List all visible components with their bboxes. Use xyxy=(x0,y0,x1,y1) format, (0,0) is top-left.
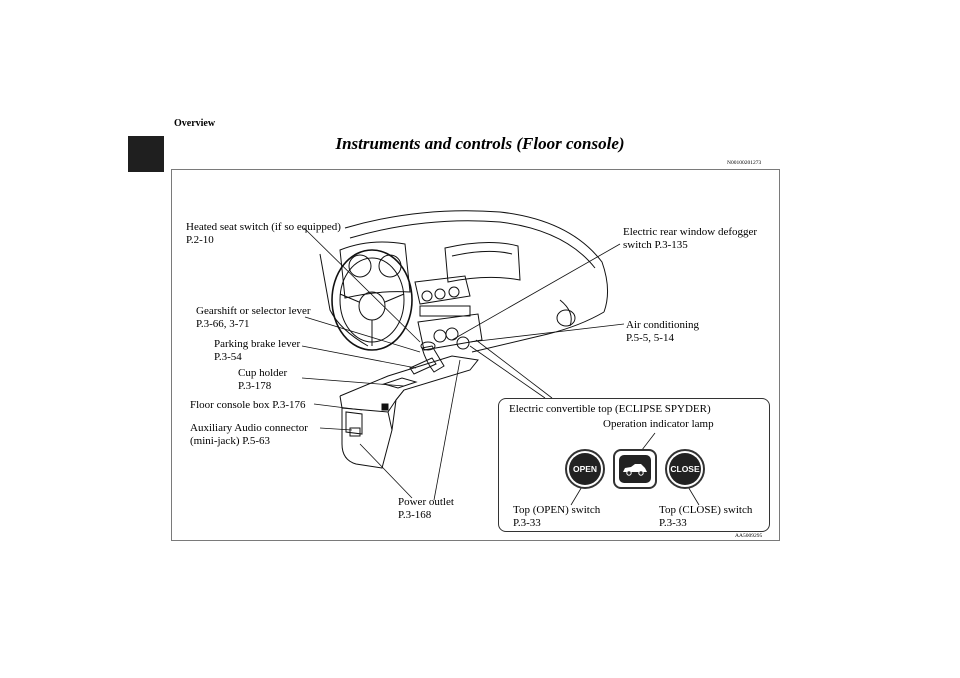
callout-page-ref: P.5-5, 5-14 xyxy=(626,332,674,344)
callout-page-ref: P.3-168 xyxy=(398,509,432,521)
top-open-switch[interactable]: OPEN xyxy=(565,449,605,489)
callout-name: Top (OPEN) switch xyxy=(513,504,601,516)
callout-name: Floor console box P.3-176 xyxy=(190,399,306,411)
callout-name: Heated seat switch (if so equipped) xyxy=(186,221,341,233)
convertible-car-icon xyxy=(623,464,647,476)
callout-power-outlet: Power outlet P.3-168 xyxy=(398,496,454,522)
top-close-label: CLOSE xyxy=(669,453,701,485)
callout-rear-window-defogger: Electric rear window defogger switch P.3… xyxy=(623,226,757,252)
callout-page-ref: P.3-54 xyxy=(214,351,242,363)
callout-page-ref: switch P.3-135 xyxy=(623,239,688,251)
callout-name: Auxiliary Audio connector xyxy=(190,422,308,434)
document-code: N00100201273 xyxy=(727,160,762,166)
top-close-switch-callout: Top (CLOSE) switch P.3-33 xyxy=(659,504,752,530)
convertible-top-inset: Electric convertible top (ECLIPSE SPYDER… xyxy=(498,398,770,532)
callout-page-ref: P.3-66, 3-71 xyxy=(196,318,250,330)
indicator-lamp-label: Operation indicator lamp xyxy=(603,418,714,430)
callout-name: Cup holder xyxy=(238,367,288,379)
callout-name: Electric rear window defogger xyxy=(623,226,758,238)
callout-page-ref: P.3-33 xyxy=(513,517,541,529)
callout-name: Top (CLOSE) switch xyxy=(659,504,753,516)
top-close-switch[interactable]: CLOSE xyxy=(665,449,705,489)
callout-page-ref: P.3-33 xyxy=(659,517,687,529)
callout-page-ref: (mini-jack) P.5-63 xyxy=(190,435,271,447)
callout-cup-holder: Cup holder P.3-178 xyxy=(238,367,287,393)
callout-gearshift-lever: Gearshift or selector lever P.3-66, 3-71 xyxy=(196,305,311,331)
figure-code: AA5009295 xyxy=(735,533,763,539)
callout-floor-console-box: Floor console box P.3-176 xyxy=(190,399,306,412)
callout-name: Parking brake lever xyxy=(214,338,301,350)
section-label: Overview xyxy=(174,118,216,129)
callout-name: Gearshift or selector lever xyxy=(196,305,311,317)
callout-page-ref: P.2-10 xyxy=(186,234,214,246)
callout-heated-seat-switch: Heated seat switch (if so equipped) P.2-… xyxy=(186,221,341,247)
section-tab xyxy=(128,136,164,172)
top-open-label: OPEN xyxy=(569,453,601,485)
callout-auxiliary-audio-connector: Auxiliary Audio connector (mini-jack) P.… xyxy=(190,422,308,448)
callout-name: Power outlet xyxy=(398,496,454,508)
callout-page-ref: P.3-178 xyxy=(238,380,272,392)
callout-air-conditioning: Air conditioning P.5-5, 5-14 xyxy=(626,319,699,345)
operation-indicator-lamp xyxy=(613,449,657,489)
callout-parking-brake-lever: Parking brake lever P.3-54 xyxy=(214,338,300,364)
inset-title: Electric convertible top (ECLIPSE SPYDER… xyxy=(509,403,711,415)
top-open-switch-callout: Top (OPEN) switch P.3-33 xyxy=(513,504,600,530)
page-title: Instruments and controls (Floor console) xyxy=(335,134,625,153)
figure-frame xyxy=(171,169,780,541)
callout-name: Air conditioning xyxy=(626,319,700,331)
